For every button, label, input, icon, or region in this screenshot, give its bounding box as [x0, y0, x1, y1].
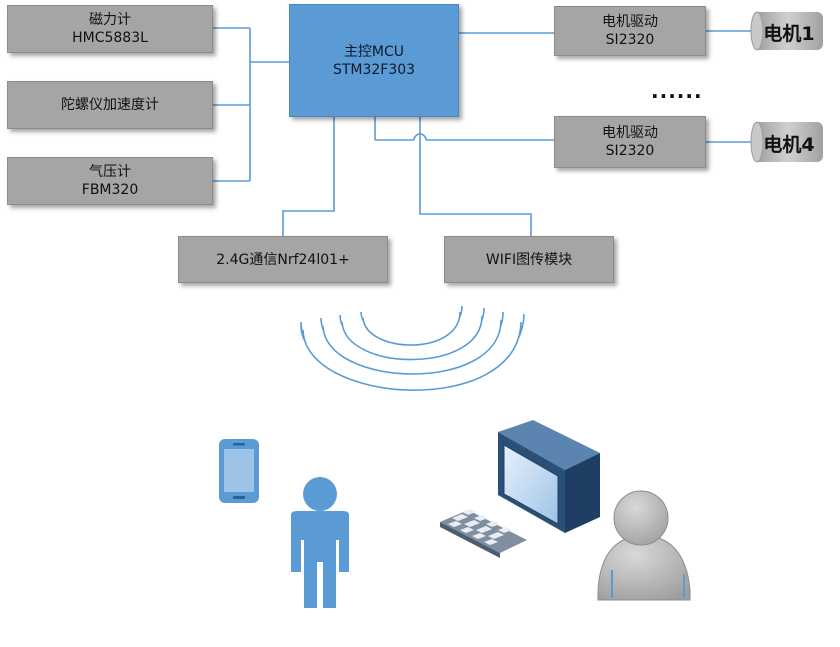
computer-monitor-icon [498, 420, 600, 533]
magnetometer-box: 磁力计 HMC5883L [7, 5, 213, 53]
magnetometer-model: HMC5883L [72, 30, 148, 46]
motor-driver-1-name: 电机驱动 [602, 14, 658, 30]
mcu-model: STM32F303 [332, 61, 416, 78]
radio-module-box: 2.4G通信Nrf24l01+ [178, 236, 388, 283]
user-icon [597, 490, 691, 601]
radio-module-label: 2.4G通信Nrf24l01+ [216, 251, 350, 268]
comm-bus-lines [282, 117, 532, 236]
mcu-name: 主控MCU [343, 43, 405, 60]
driver-bus-lines [374, 30, 753, 143]
motor-driver-1-model: SI2320 [605, 32, 655, 48]
smartphone-icon [219, 439, 259, 503]
barometer-name: 气压计 [89, 164, 131, 180]
motor-driver-4-name: 电机驱动 [602, 125, 658, 141]
barometer-model: FBM320 [81, 182, 139, 198]
wifi-module-box: WIFI图传模块 [444, 236, 614, 283]
motor-driver-1-box: 电机驱动 SI2320 [554, 6, 706, 56]
barometer-box: 气压计 FBM320 [7, 157, 213, 205]
wifi-module-label: WIFI图传模块 [485, 251, 573, 268]
motor-4-label: 电机4 [763, 134, 815, 156]
keyboard-icon [440, 509, 527, 558]
person-icon [291, 477, 349, 608]
motor-1-cylinder [750, 11, 823, 51]
magnetometer-name: 磁力计 [89, 12, 131, 28]
wifi-waves-icon [300, 305, 525, 391]
gyro-box: 陀螺仪加速度计 [7, 81, 213, 129]
ellipsis: ...... [651, 79, 703, 103]
motor-driver-4-model: SI2320 [605, 143, 655, 159]
motor-4-cylinder [750, 121, 823, 163]
mcu-box: 主控MCU STM32F303 [289, 4, 459, 117]
gyro-name: 陀螺仪加速度计 [61, 97, 159, 113]
motor-1-label: 电机1 [763, 23, 815, 45]
sensor-bus-lines [213, 27, 289, 182]
motor-driver-4-box: 电机驱动 SI2320 [554, 116, 706, 168]
